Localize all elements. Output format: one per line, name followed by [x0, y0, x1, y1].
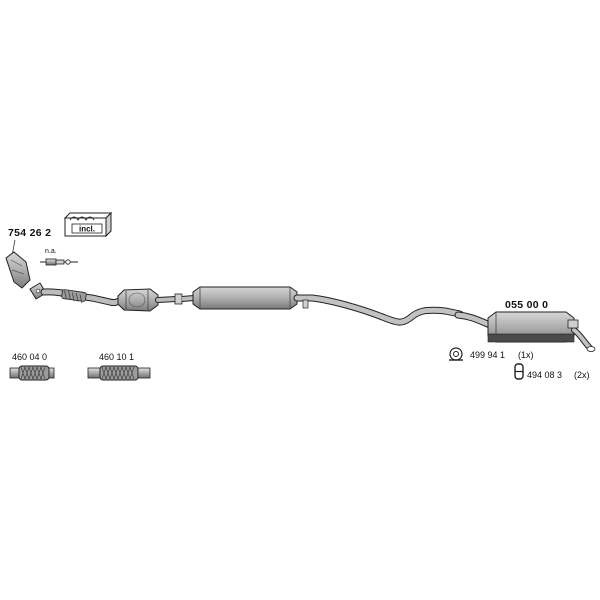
intermediate-pipe: [155, 293, 195, 305]
lambda-sensor: n.a.: [40, 248, 78, 266]
flex-pipe-short: [9, 365, 55, 381]
included-parts-box: incl.: [63, 211, 113, 238]
included-parts-label: incl.: [79, 225, 95, 234]
middle-silencer: [192, 286, 298, 310]
flex-pipe-short-part-number: 460 04 0: [12, 352, 47, 362]
flex-pipe-long-part-number: 460 10 1: [99, 352, 134, 362]
catalytic-converter: [117, 288, 159, 312]
sensor-note: n.a.: [45, 248, 57, 255]
mounting-ring-qty: (2x): [574, 370, 590, 380]
mounting-ring-icon: [514, 363, 524, 380]
front-pipe-part-number: 754 26 2: [8, 227, 51, 239]
rubber-hanger-part-number: 499 94 1: [470, 350, 505, 360]
mounting-ring-part-number: 494 08 3: [527, 370, 562, 380]
mounting-item-ring: 494 08 3 (2x): [514, 363, 590, 380]
mounting-item-rubber-hanger: 499 94 1 (1x): [449, 347, 534, 361]
rear-muffler: [454, 311, 596, 352]
front-pipe: [5, 239, 128, 307]
flex-pipe-long: [87, 365, 151, 381]
rubber-hanger-icon: [449, 347, 463, 361]
rubber-hanger-qty: (1x): [518, 350, 534, 360]
rear-pipe: [293, 294, 464, 326]
rear-muffler-part-number: 055 00 0: [505, 299, 548, 311]
